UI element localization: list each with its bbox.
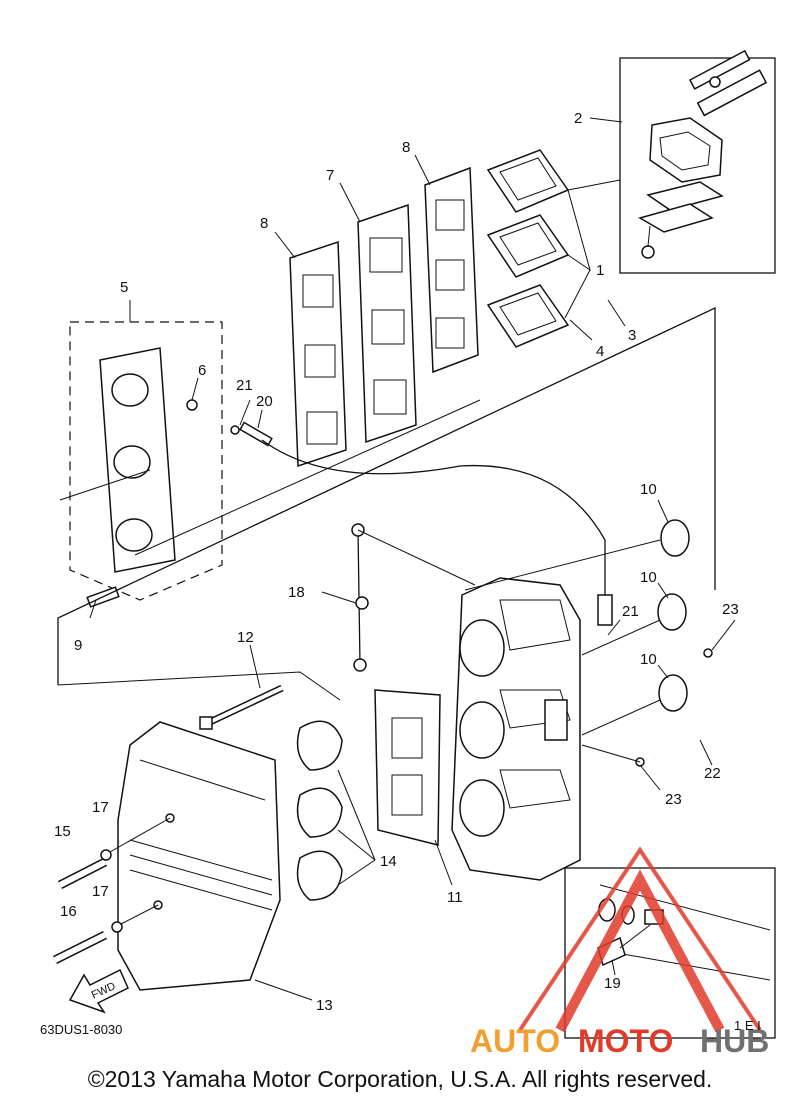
pin-20 <box>230 421 273 447</box>
watermark-hub: HUB <box>700 1023 769 1059</box>
callout-14: 14 <box>380 853 397 870</box>
callout-10-mid: 10 <box>640 569 657 586</box>
callout-17-top: 17 <box>92 799 109 816</box>
link-rod-18 <box>351 523 476 672</box>
assembly-frame-lines <box>57 306 716 701</box>
callout-4: 4 <box>596 343 604 360</box>
bolts-15-16 <box>52 817 171 965</box>
callout-2: 2 <box>574 110 582 127</box>
callout-23-low: 23 <box>665 791 682 808</box>
bolt-12 <box>199 684 284 730</box>
callout-1: 1 <box>596 262 604 279</box>
seals-14 <box>296 720 343 901</box>
diagram-code: 63DUS1-8030 <box>40 1022 122 1037</box>
reed-valve-assembly <box>486 149 570 348</box>
callout-5: 5 <box>120 279 128 296</box>
fwd-arrow: FWD <box>68 968 129 1014</box>
callout-12: 12 <box>237 629 254 646</box>
inset-code: 1 E I <box>734 1018 761 1033</box>
callout-10-low: 10 <box>640 651 657 668</box>
gasket-8-right <box>424 166 479 374</box>
callout-9: 9 <box>74 637 82 654</box>
callout-13: 13 <box>316 997 333 1014</box>
hose-end <box>597 594 613 626</box>
carburetor-assembly <box>451 577 581 881</box>
silencer-13 <box>117 721 281 991</box>
watermark-moto: MOTO <box>578 1023 673 1059</box>
callout-15: 15 <box>54 823 71 840</box>
callout-21-left: 21 <box>236 377 253 394</box>
callout-7: 7 <box>326 167 334 184</box>
callout-8-left: 8 <box>260 215 268 232</box>
callout-22: 22 <box>704 765 721 782</box>
callout-10-top: 10 <box>640 481 657 498</box>
callout-leaders <box>89 117 736 1001</box>
gasket-8-left <box>289 240 347 468</box>
callout-20: 20 <box>256 393 273 410</box>
fuel-hose <box>261 439 606 595</box>
watermark-logo <box>518 846 762 1033</box>
callout-23-top: 23 <box>722 601 739 618</box>
callout-16: 16 <box>60 903 77 920</box>
callout-11: 11 <box>447 889 463 906</box>
watermark-auto: AUTO <box>470 1023 560 1059</box>
callout-18: 18 <box>288 584 305 601</box>
callout-3: 3 <box>628 327 636 344</box>
intake-joint-group <box>69 321 223 601</box>
gasket-7 <box>357 203 417 444</box>
gasket-11 <box>374 689 441 846</box>
reed-valve-inset <box>619 49 776 274</box>
callout-17-low: 17 <box>92 883 109 900</box>
callout-21-right: 21 <box>622 603 639 620</box>
o-rings-10 <box>464 519 690 736</box>
hose-22 <box>581 648 756 767</box>
copyright-footer: ©2013 Yamaha Motor Corporation, U.S.A. A… <box>87 1066 713 1092</box>
callout-19: 19 <box>604 975 621 992</box>
callout-6: 6 <box>198 362 206 379</box>
callout-8-top: 8 <box>402 139 410 156</box>
